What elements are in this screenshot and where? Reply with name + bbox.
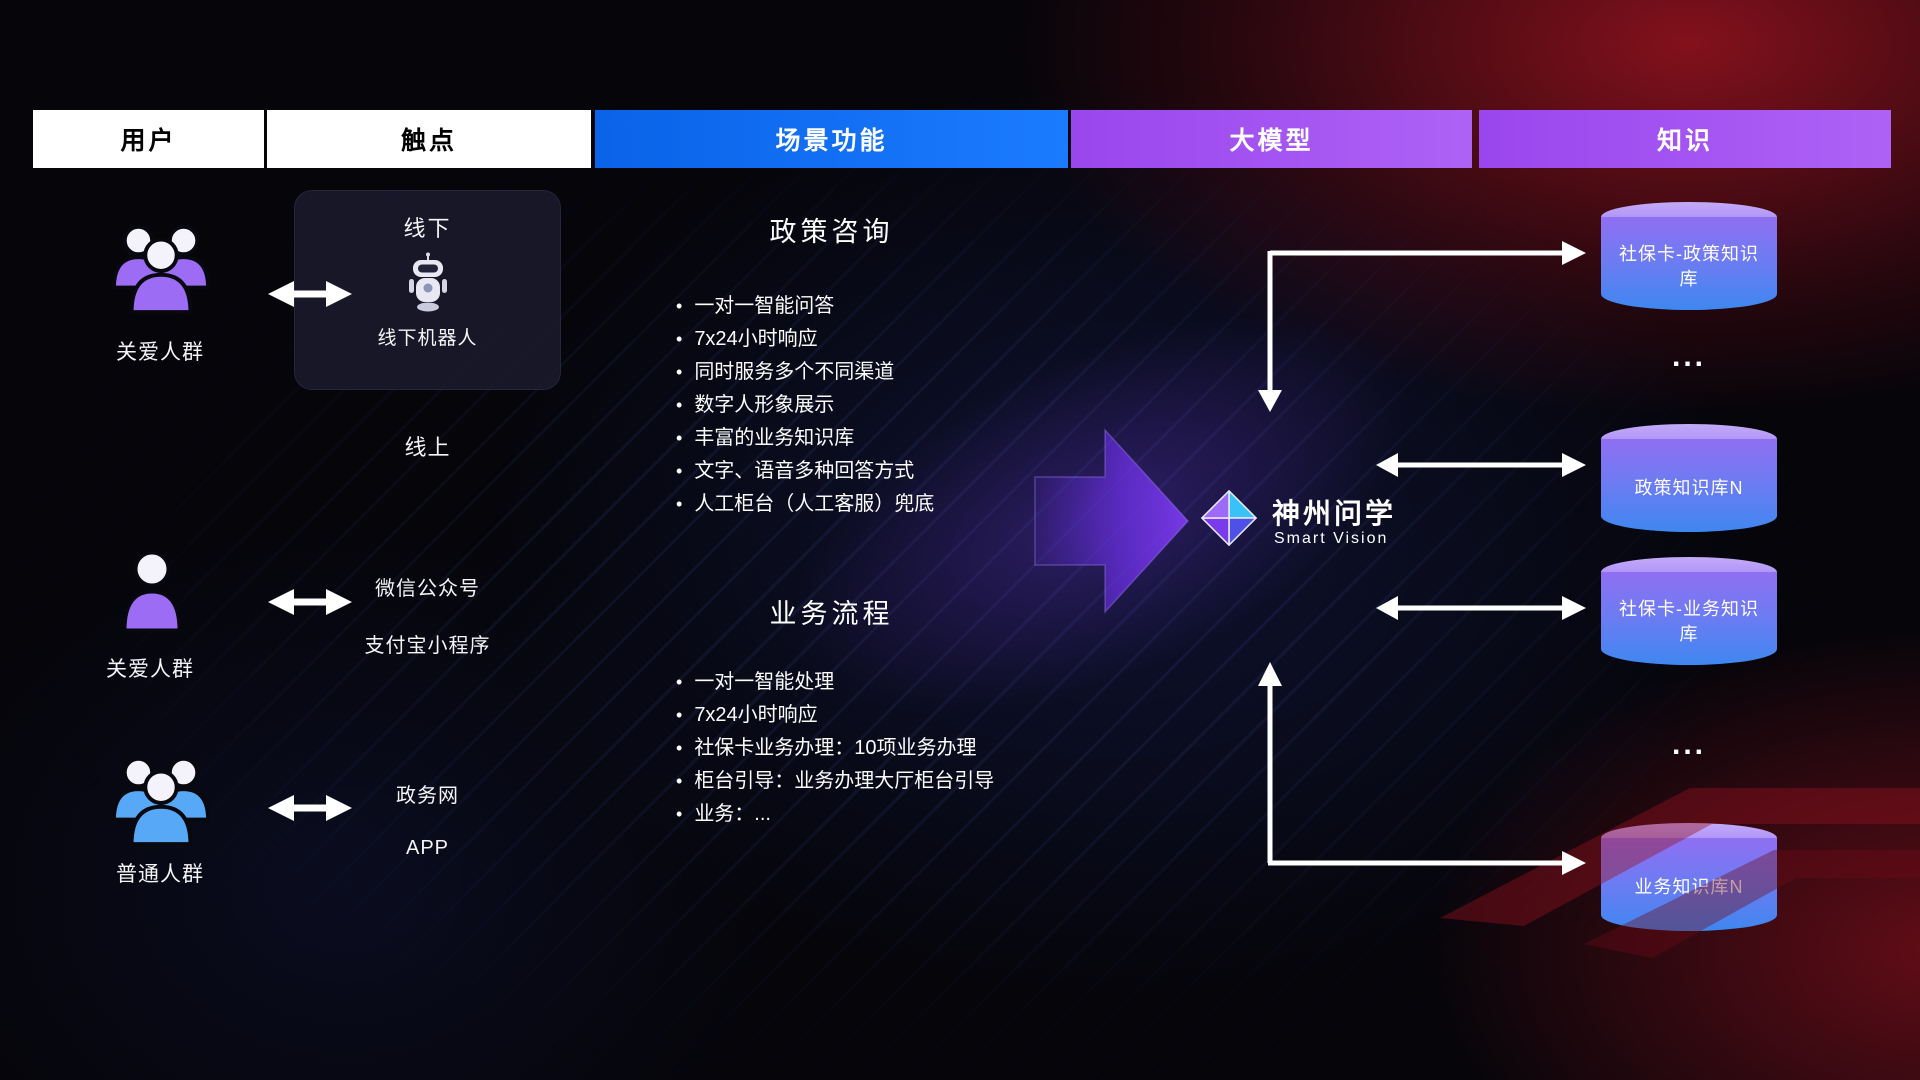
db-label: 社保卡-政策知识库 [1601,217,1777,310]
header-cell-model: 大模型 [1071,110,1472,168]
feature-item: 丰富的业务知识库 [676,422,934,455]
feature-item: 7x24小时响应 [676,699,994,732]
robot-icon [408,252,447,312]
ellipsis-top: ... [1671,340,1706,373]
db-label: 社保卡-业务知识库 [1601,572,1777,665]
user-group-icon [102,216,220,321]
knowledge-db-business-ss-card: 社保卡-业务知识库 [1601,557,1777,665]
feature-item: 一对一智能处理 [676,666,994,699]
model-name: 神州问学 [1272,498,1397,529]
feature-item: 同时服务多个不同渠道 [676,356,934,389]
feature-item: 柜台引导：业务办理大厅柜台引导 [676,765,994,798]
feature-item: 人工柜台（人工客服）兜底 [676,488,934,521]
knowledge-db-policy-n: 政策知识库N [1601,424,1777,532]
feature-item: 业务：... [676,798,994,831]
model-subtitle: Smart Vision [1274,530,1389,547]
offline-robot-label: 线下机器人 [377,328,478,349]
feature-item: 数字人形象展示 [676,389,934,422]
feature-item: 一对一智能问答 [676,290,934,323]
db-label: 政策知识库N [1601,439,1777,532]
scenario-title-business: 业务流程 [769,599,894,629]
knowledge-db-policy-ss-card: 社保卡-政策知识库 [1601,202,1777,310]
ellipsis-bottom: ... [1671,728,1706,761]
business-feature-list: 一对一智能处理 7x24小时响应 社保卡业务办理：10项业务办理 柜台引导：业务… [676,666,994,831]
knowledge-db-business-n: 业务知识库N [1601,823,1777,931]
user-label-general-group: 普通人群 [116,863,204,886]
policy-feature-list: 一对一智能问答 7x24小时响应 同时服务多个不同渠道 数字人形象展示 丰富的业… [676,290,934,521]
user-group-icon-blue [102,748,220,853]
feature-item: 文字、语音多种回答方式 [676,455,934,488]
channel-wechat: 微信公众号 [375,578,480,600]
channel-gov-web: 政务网 [396,785,459,807]
smart-vision-logo [1198,487,1260,554]
channel-alipay: 支付宝小程序 [364,635,491,657]
offline-touchpoint-panel: 线下 线下机器人 [294,190,561,390]
channel-app: APP [405,837,450,859]
feature-item: 社保卡业务办理：10项业务办理 [676,732,994,765]
scenario-title-policy: 政策咨询 [769,217,894,247]
user-label-care-group-2: 关爱人群 [106,658,194,681]
db-label: 业务知识库N [1601,838,1777,931]
online-title: 线上 [404,435,451,460]
header-cell-touchpoints: 触点 [267,110,591,168]
user-label-care-group-1: 关爱人群 [116,341,204,364]
user-single-icon [120,550,184,639]
header-cell-knowledge: 知识 [1479,110,1891,168]
offline-title: 线下 [403,216,452,241]
feature-item: 7x24小时响应 [676,323,934,356]
header-cell-scenarios: 场景功能 [595,110,1068,168]
header-cell-users: 用户 [33,110,264,168]
